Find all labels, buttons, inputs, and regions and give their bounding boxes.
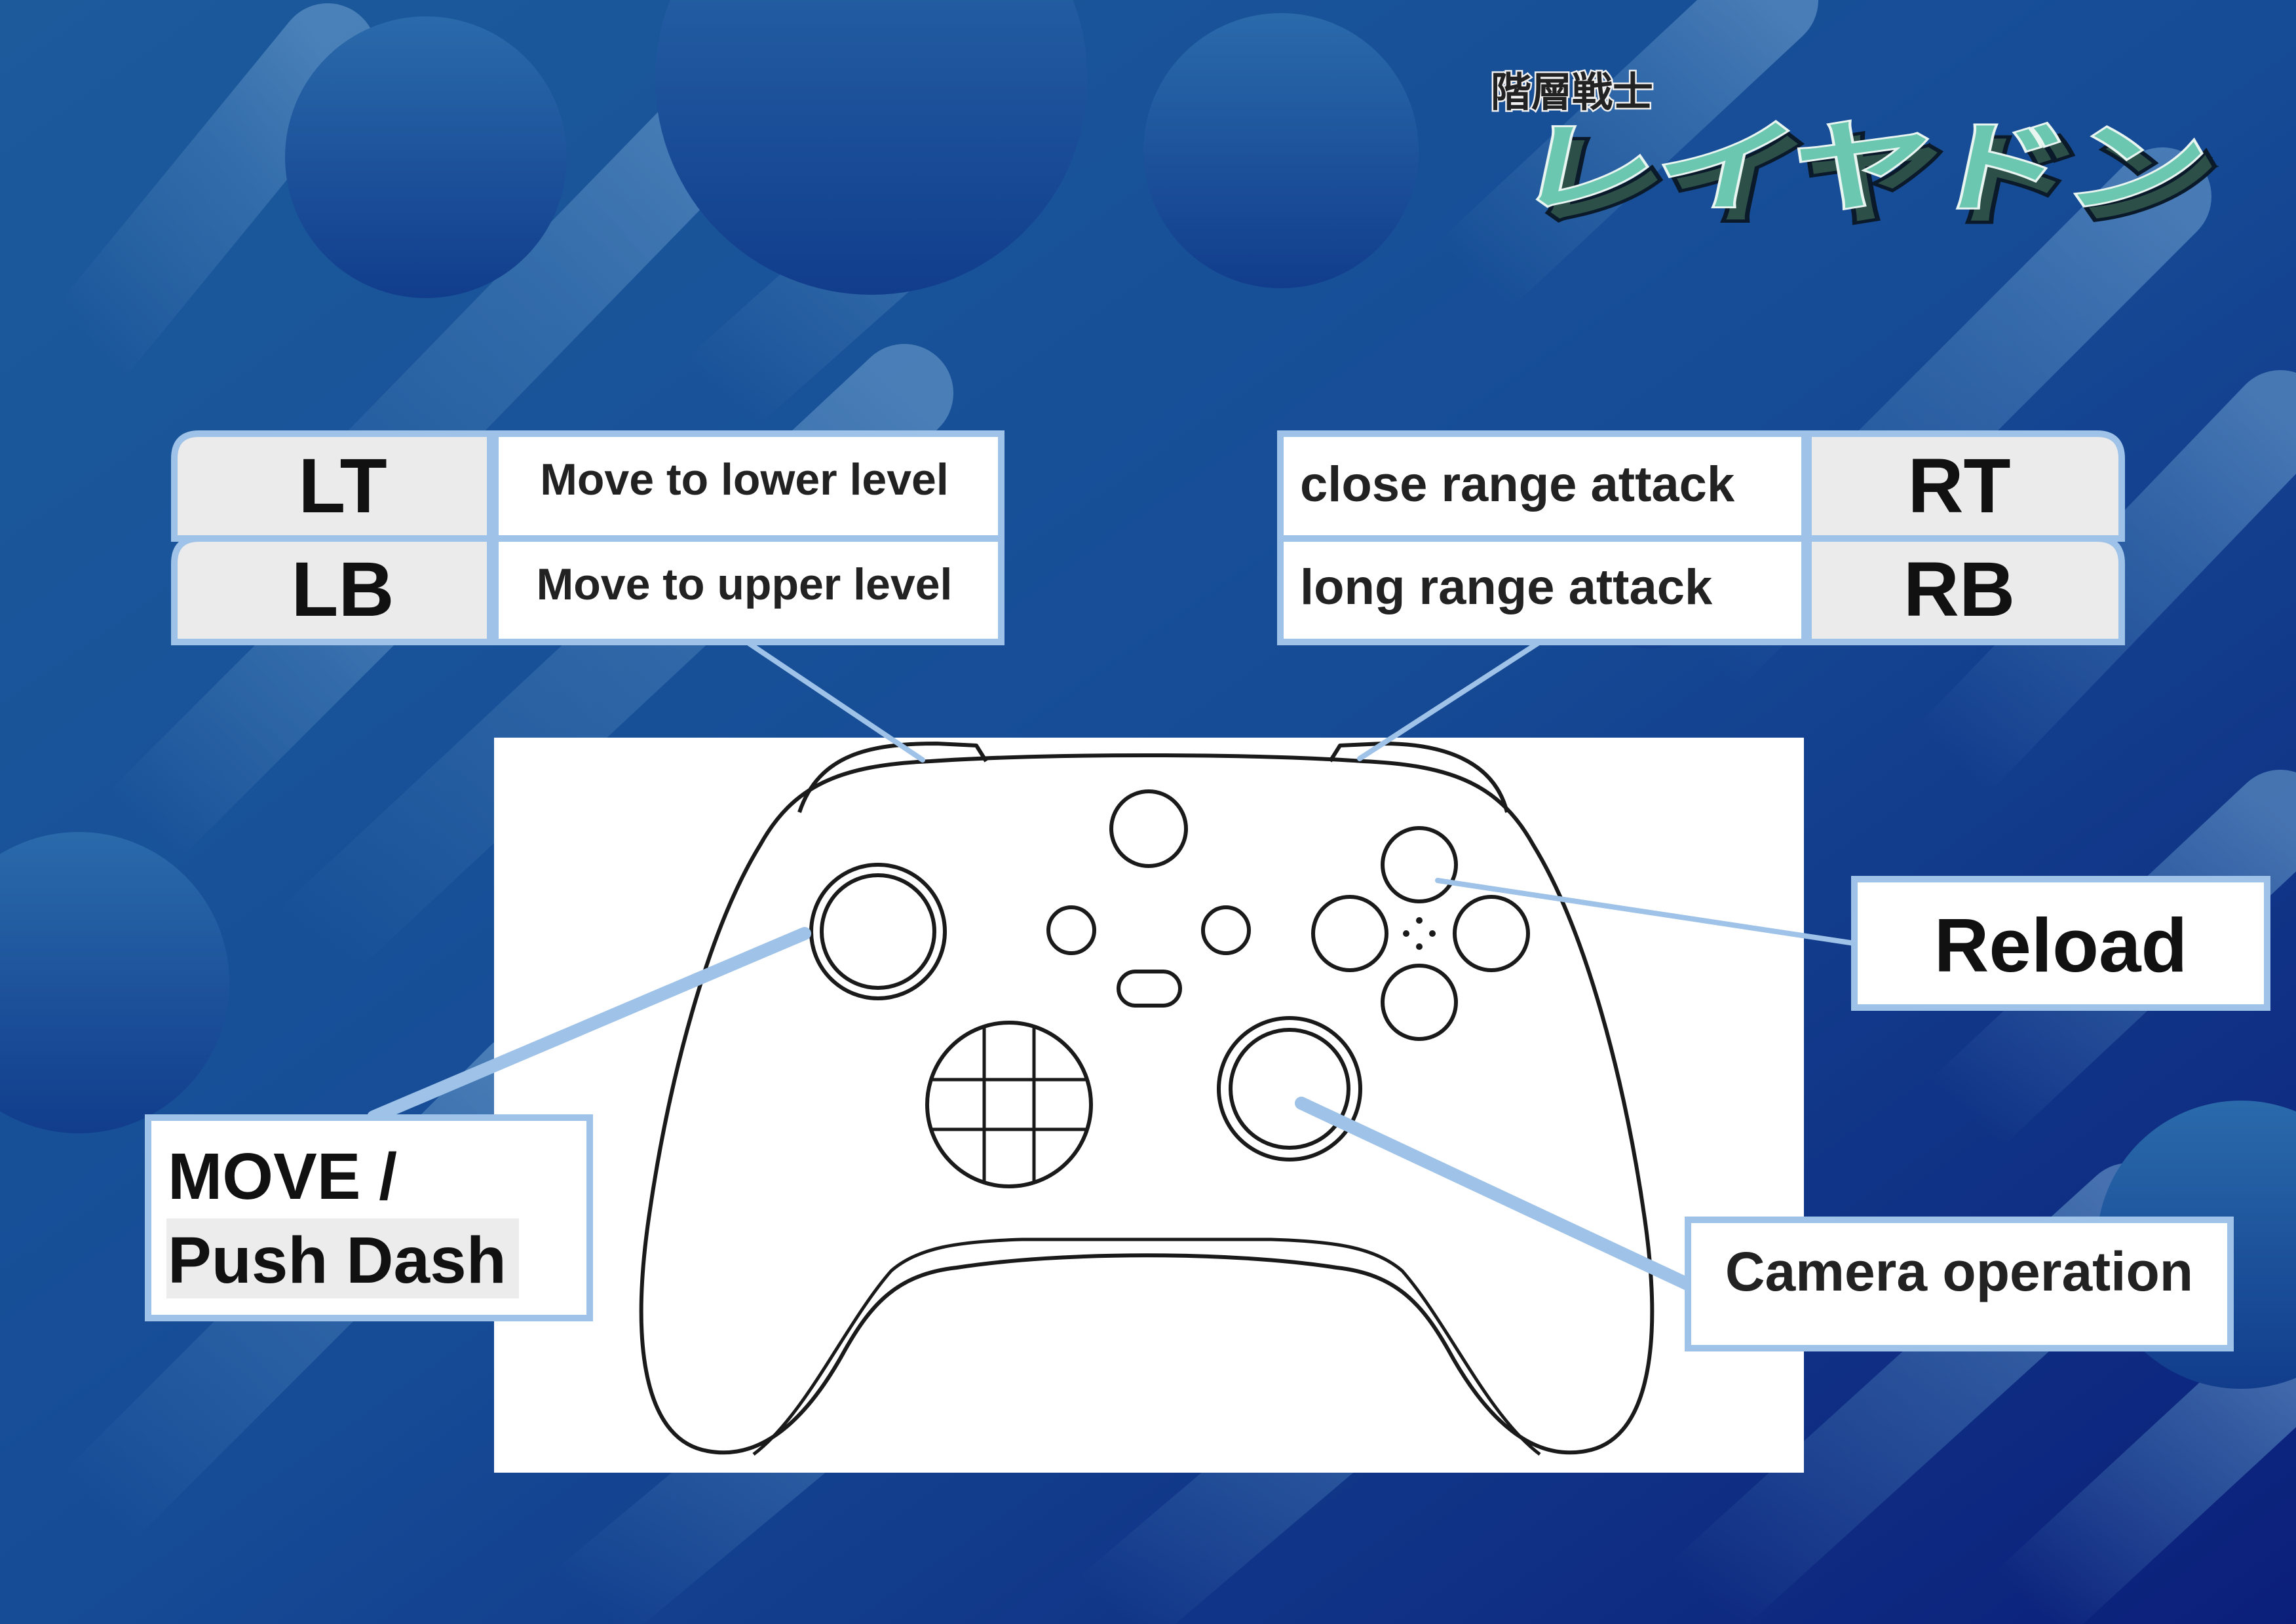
face-button-y (1381, 826, 1458, 903)
callout-lines (367, 639, 1857, 1291)
right-shoulder-panel: RT RB close range attack long range atta… (1277, 430, 2125, 645)
share-button (1117, 970, 1182, 1008)
logo-kanji: 階層戦士 (1491, 68, 1653, 116)
camera-label: Camera operation (1725, 1241, 2193, 1302)
rb-key-cell (1805, 535, 2125, 645)
rb-action-cell (1277, 535, 1808, 645)
face-center-dots (1403, 917, 1436, 950)
lb-action-cell (492, 535, 1004, 645)
left-shoulder-panel: LT LB Move to lower level Move to upper … (171, 430, 1004, 645)
reload-connector (1435, 878, 1857, 946)
rt-key-label: RT (1907, 443, 2010, 529)
lb-action-label: Move to upper level (537, 559, 953, 609)
controller-body (639, 753, 1655, 1455)
right-stick-inner (1229, 1028, 1350, 1150)
reload-box (1851, 876, 2270, 1011)
lb-key-cell (171, 535, 493, 645)
face-button-b (1453, 895, 1530, 972)
rt-action-label: close range attack (1300, 457, 1735, 512)
lb-key-label: LB (291, 546, 394, 633)
dpad-grid (932, 1027, 1086, 1182)
lt-action-label: Move to lower level (540, 455, 949, 504)
move-callout: MOVE / Push Dash (145, 1114, 593, 1321)
rt-action-cell (1277, 430, 1808, 542)
lt-action-cell (492, 430, 1004, 542)
rb-key-label: RB (1904, 546, 2015, 633)
controller-panel (494, 738, 1804, 1473)
left-shoulder-connector (744, 639, 925, 763)
logo-kana-shadow: レイヤドン (1517, 124, 2229, 238)
reload-label: Reload (1934, 903, 2188, 988)
face-button-a (1381, 964, 1458, 1041)
dpad (925, 1021, 1093, 1188)
face-button-x (1311, 895, 1388, 972)
move-label-line1: MOVE / (168, 1140, 397, 1213)
lt-key-cell (171, 430, 493, 542)
view-button (1046, 905, 1096, 955)
left-stick-outer (809, 863, 947, 1000)
game-logo: 階層戦士 レイヤドン レイヤドン (1489, 67, 2233, 242)
right-shoulder-connector (1357, 639, 1542, 761)
right-stick-outer (1217, 1016, 1362, 1161)
rt-key-cell (1805, 430, 2125, 542)
logo-kana: レイヤドン (1505, 111, 2217, 225)
xbox-guide-button (1109, 789, 1188, 868)
right-bumper (1328, 742, 1509, 813)
menu-button (1201, 905, 1251, 955)
lt-key-label: LT (298, 443, 387, 529)
controller-illustration (639, 742, 1655, 1456)
camera-connector (1295, 1097, 1694, 1291)
camera-callout: Camera operation (1685, 1217, 2234, 1351)
grip-contour (752, 1237, 1541, 1456)
rb-action-label: long range attack (1300, 559, 1713, 615)
camera-box (1685, 1217, 2234, 1351)
move-label-line2: Push Dash (168, 1224, 507, 1297)
move-connector (367, 927, 811, 1124)
move-label-highlight (166, 1218, 519, 1298)
reload-callout: Reload (1851, 876, 2270, 1011)
left-stick-inner (820, 873, 936, 990)
